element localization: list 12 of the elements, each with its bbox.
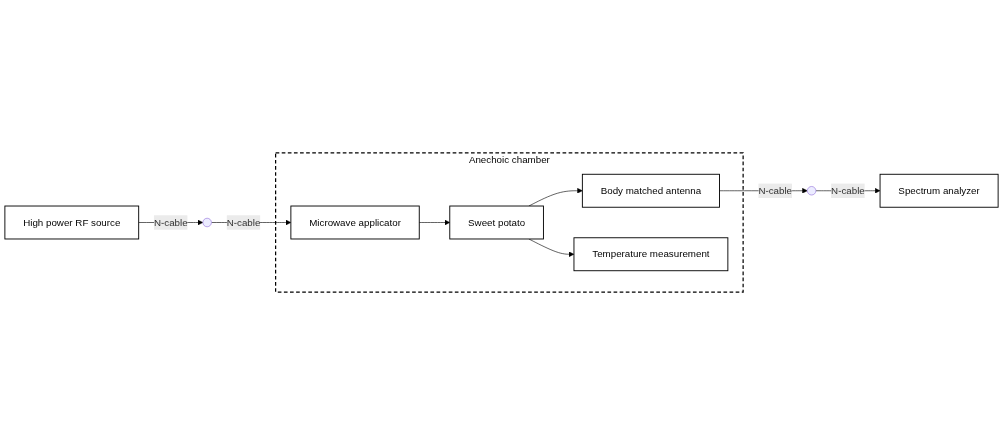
edge-label: N-cable	[153, 217, 188, 228]
node-box: Temperature measurement	[573, 237, 729, 272]
node-circle	[807, 186, 817, 196]
edge-label: N-cable	[226, 217, 261, 228]
node-circle	[202, 217, 212, 228]
node-box: Body matched antenna	[581, 173, 720, 208]
node-box: Microwave applicator	[290, 205, 420, 240]
node-box: Sweet potato	[449, 205, 544, 240]
edge-label: N-cable	[831, 185, 865, 196]
node-box: Spectrum analyzer	[879, 173, 999, 208]
edge-label: N-cable	[758, 185, 793, 196]
node-box: High power RF source	[4, 205, 140, 240]
